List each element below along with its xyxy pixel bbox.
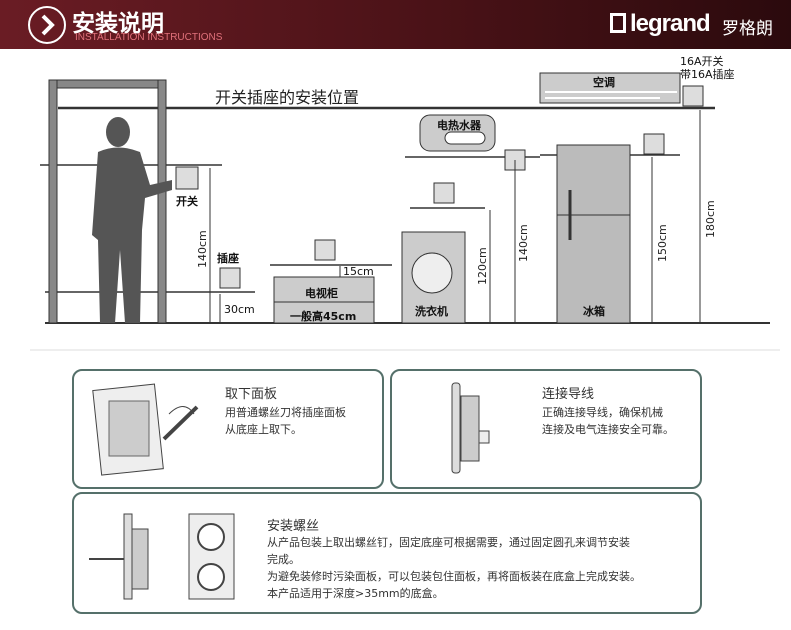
step-text: 为避免装修时污染面板，可以包装包住面板，再将面板装在底盒上完成安装。 [267, 570, 641, 583]
ac-label: 空调 [593, 76, 615, 89]
socket-label: 插座 [217, 252, 239, 265]
height-30: 30cm [224, 303, 255, 316]
height-140-switch: 140cm [196, 230, 209, 268]
step-text: 从底座上取下。 [225, 423, 302, 436]
step-text: 正确连接导线，确保机械 [542, 406, 663, 419]
diagram-title: 开关插座的安装位置 [215, 88, 360, 107]
step-remove-panel: 取下面板 用普通螺丝刀将插座面板 从底座上取下。 [72, 369, 384, 489]
height-180: 180cm [704, 200, 717, 238]
chevron-right-icon [28, 6, 66, 44]
brand-cn: 罗格朗 [722, 19, 773, 39]
header-banner: 安装说明 INSTALLATION INSTRUCTIONS legrand 罗… [0, 0, 791, 49]
height-120: 120cm [476, 247, 489, 285]
brand-logo: legrand [610, 10, 711, 38]
heater-label: 电热水器 [437, 119, 481, 132]
step-text: 连接及电气连接安全可靠。 [542, 423, 674, 436]
panel-illustration [92, 383, 199, 476]
screw-illustration [89, 513, 235, 600]
installation-diagram [30, 72, 780, 351]
height-15: 15cm [343, 265, 374, 278]
step-title: 连接导线 [542, 387, 595, 402]
height-140-heater: 140cm [517, 224, 530, 262]
step-connect-wires: 连接导线 正确连接导线，确保机械 连接及电气连接安全可靠。 [390, 369, 702, 489]
ac-switch-line2: 带16A插座 [680, 68, 735, 81]
tv-label: 电视柜 [305, 287, 338, 300]
page-title: 安装说明 [72, 11, 164, 37]
step-text: 用普通螺丝刀将插座面板 [225, 406, 346, 419]
step-text: 从产品包装上取出螺丝钉，固定底座可根据需要，通过固定圆孔来调节安装 [267, 536, 630, 549]
switch-label: 开关 [176, 195, 198, 208]
page-subtitle: INSTALLATION INSTRUCTIONS [75, 32, 223, 43]
step-text: 完成。 [267, 553, 300, 566]
side-view-illustration [451, 382, 490, 474]
fridge-label: 冰箱 [583, 305, 605, 318]
height-150: 150cm [656, 224, 669, 262]
tv-height: 一般高45cm [290, 310, 357, 323]
step-title: 取下面板 [225, 387, 278, 402]
step-install-screws: 安装螺丝 从产品包装上取出螺丝钉，固定底座可根据需要，通过固定圆孔来调节安装 完… [72, 492, 702, 614]
step-text: 本产品适用于深度>35mm的底盒。 [267, 587, 444, 600]
washer-label: 洗衣机 [415, 305, 448, 318]
ac-switch-line1: 16A开关 [680, 55, 724, 68]
step-title: 安装螺丝 [267, 519, 320, 534]
